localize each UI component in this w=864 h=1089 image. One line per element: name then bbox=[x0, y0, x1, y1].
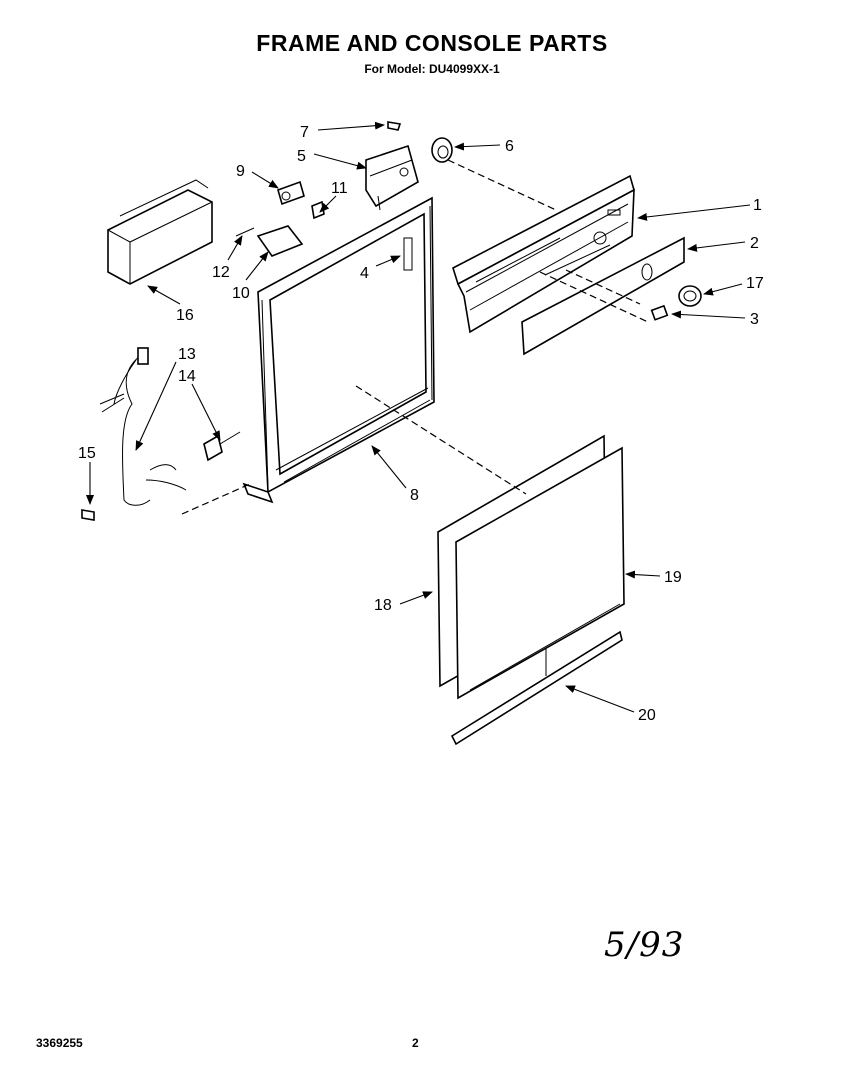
callout-1: 1 bbox=[753, 197, 762, 214]
leader-lines bbox=[86, 121, 751, 713]
callout-11: 11 bbox=[331, 180, 348, 197]
callout-14: 14 bbox=[178, 368, 196, 385]
assembly-lines bbox=[181, 159, 649, 515]
callout-18: 18 bbox=[374, 597, 392, 614]
part-7-screw bbox=[387, 121, 402, 131]
part-1-console bbox=[452, 174, 635, 334]
callout-5: 5 bbox=[297, 148, 306, 165]
callout-19: 19 bbox=[664, 569, 682, 586]
part-16-housing bbox=[107, 179, 213, 285]
callout-6: 6 bbox=[505, 138, 514, 155]
callout-15: 15 bbox=[78, 445, 96, 462]
page-title: FRAME AND CONSOLE PARTS bbox=[256, 30, 608, 56]
callout-17: 17 bbox=[746, 275, 764, 292]
callout-3: 3 bbox=[750, 311, 759, 328]
wiring-harness bbox=[81, 347, 241, 521]
callout-16: 16 bbox=[176, 307, 194, 324]
part-6-bracket bbox=[431, 137, 453, 163]
part-2-panel-overlay bbox=[521, 236, 685, 356]
callout-2: 2 bbox=[750, 235, 759, 252]
latch-assembly bbox=[235, 180, 325, 257]
callout-10: 10 bbox=[232, 285, 250, 302]
callout-12: 12 bbox=[212, 264, 230, 281]
part-8-door-frame bbox=[242, 196, 435, 504]
model-subtitle: For Model: DU4099XX-1 bbox=[364, 62, 500, 76]
callout-7: 7 bbox=[300, 124, 309, 141]
part-5-module bbox=[365, 144, 419, 211]
callout-labels: 1 2 3 4 5 6 7 8 9 10 11 12 13 14 15 16 1… bbox=[78, 124, 764, 724]
page-number: 2 bbox=[412, 1036, 419, 1050]
part-17-knob bbox=[678, 285, 702, 307]
callout-8: 8 bbox=[410, 487, 419, 504]
document-number: 3369255 bbox=[36, 1036, 83, 1050]
part-3-button bbox=[650, 304, 669, 321]
callout-20: 20 bbox=[638, 707, 656, 724]
door-panels bbox=[437, 434, 625, 746]
callout-4: 4 bbox=[360, 265, 369, 282]
callout-13: 13 bbox=[178, 346, 196, 363]
callout-9: 9 bbox=[236, 163, 245, 180]
handwritten-date: 5/93 bbox=[604, 925, 685, 965]
